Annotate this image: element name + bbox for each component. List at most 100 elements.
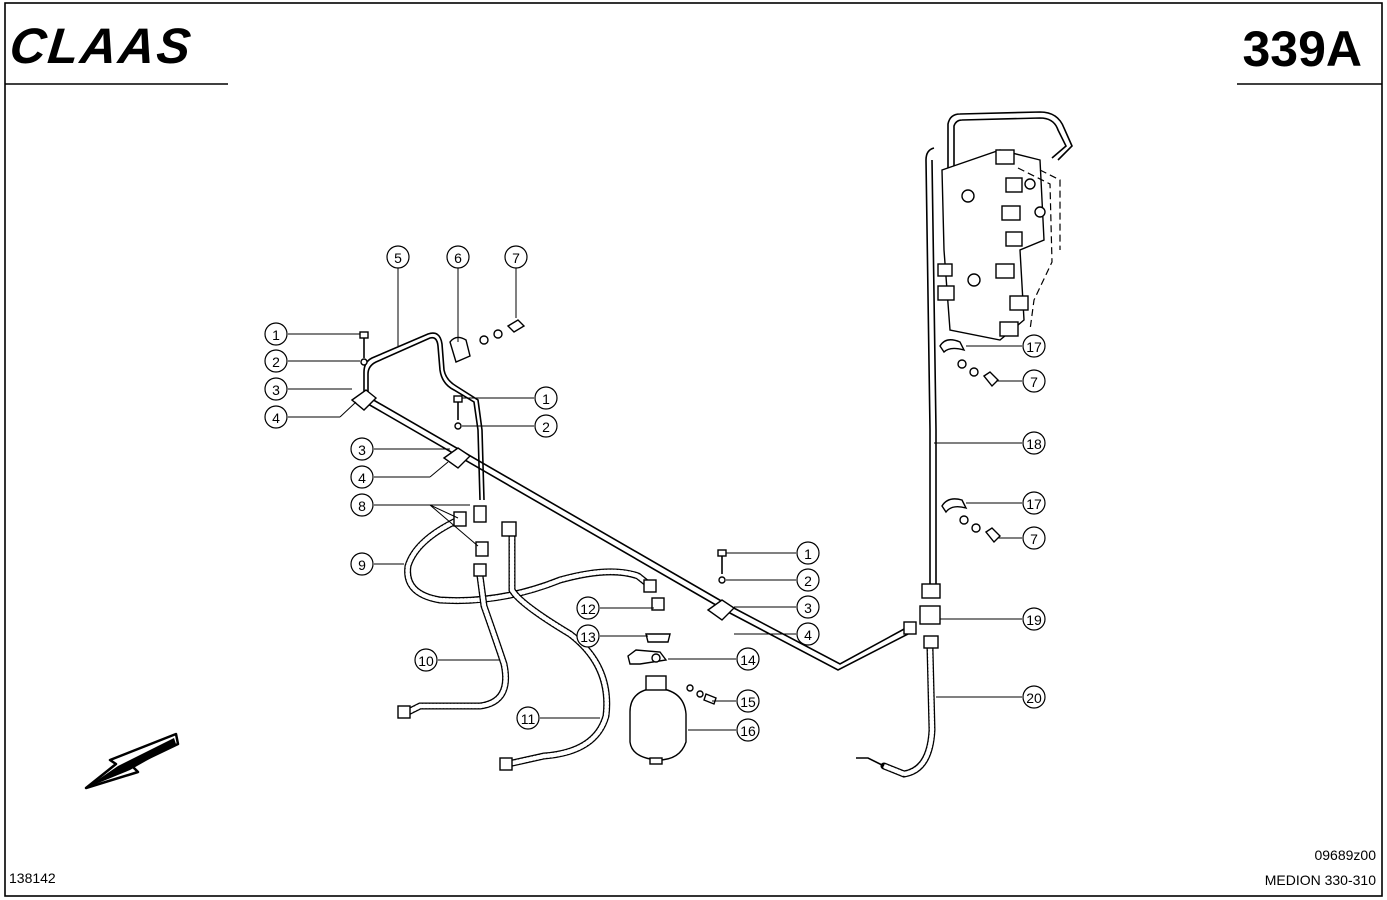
callout-18: 18 <box>1022 431 1046 455</box>
callout-number: 5 <box>394 250 402 266</box>
callout-6: 6 <box>446 245 470 269</box>
callout-circle <box>264 322 288 346</box>
callout-number: 4 <box>358 470 366 486</box>
valve-block <box>937 149 1061 341</box>
page-border <box>4 2 1383 897</box>
callout-14: 14 <box>736 647 760 671</box>
callout-circle <box>1022 526 1046 550</box>
callout-number: 1 <box>272 327 280 343</box>
callout-number: 17 <box>1026 496 1042 512</box>
callout-circle <box>1022 491 1046 515</box>
callout-7: 7 <box>504 245 528 269</box>
callout-number: 4 <box>804 627 812 643</box>
callout-2: 2 <box>264 349 288 373</box>
callout-circle <box>736 689 760 713</box>
callout-number: 6 <box>454 250 462 266</box>
callout-number: 2 <box>804 573 812 589</box>
callout-circle <box>264 349 288 373</box>
callout-number: 13 <box>580 629 596 645</box>
callout-number: 9 <box>358 557 366 573</box>
callout-number: 18 <box>1026 436 1042 452</box>
callout-number: 1 <box>804 546 812 562</box>
hose-9 <box>404 516 652 605</box>
callout-3: 3 <box>796 595 820 619</box>
callout-number: 3 <box>804 600 812 616</box>
hose-11 <box>504 530 611 768</box>
callout-circle <box>264 405 288 429</box>
callout-number: 10 <box>418 653 434 669</box>
callout-circle <box>1022 685 1046 709</box>
callout-circle <box>796 541 820 565</box>
callout-5: 5 <box>386 245 410 269</box>
pipe-18 <box>925 111 1073 586</box>
callout-10: 10 <box>414 648 438 672</box>
callout-number: 12 <box>580 601 596 617</box>
callout-2: 2 <box>796 568 820 592</box>
callout-number: 4 <box>272 410 280 426</box>
leader-lines <box>288 266 1022 731</box>
clamp-17-upper <box>939 339 999 388</box>
callout-16: 16 <box>736 718 760 742</box>
callout-circle <box>1022 369 1046 393</box>
callout-circle <box>1022 607 1046 631</box>
callout-number: 3 <box>272 382 280 398</box>
tee-fitting-19 <box>903 583 941 635</box>
callout-circle <box>350 552 374 576</box>
callout-19: 19 <box>1022 607 1046 631</box>
callout-4: 4 <box>796 622 820 646</box>
direction-arrow-icon <box>84 732 180 790</box>
callout-11: 11 <box>516 706 540 730</box>
callout-circle <box>736 647 760 671</box>
callout-number: 3 <box>358 442 366 458</box>
callout-circle <box>796 568 820 592</box>
clamp-set-middle <box>442 395 472 469</box>
callout-4: 4 <box>350 465 374 489</box>
direction-arrow-fill <box>86 738 176 788</box>
clamp-set-right <box>706 549 736 621</box>
callout-number: 20 <box>1026 690 1042 706</box>
callout-1: 1 <box>264 322 288 346</box>
pipe-main <box>367 397 909 671</box>
callout-circle <box>504 245 528 269</box>
callout-circle <box>350 437 374 461</box>
callout-circle <box>350 465 374 489</box>
callout-17: 17 <box>1022 491 1046 515</box>
clamp-set-left <box>350 331 378 411</box>
callout-circle <box>796 622 820 646</box>
callout-number: 7 <box>1030 531 1038 547</box>
callout-circle <box>576 624 600 648</box>
callout-3: 3 <box>350 437 374 461</box>
callout-7: 7 <box>1022 526 1046 550</box>
callout-17: 17 <box>1022 334 1046 358</box>
callout-circle <box>534 386 558 410</box>
callout-number: 7 <box>1030 374 1038 390</box>
callout-1: 1 <box>534 386 558 410</box>
callout-4: 4 <box>264 405 288 429</box>
callout-13: 13 <box>576 624 600 648</box>
callout-number: 16 <box>740 723 756 739</box>
fittings-8 <box>397 505 657 771</box>
callout-number: 15 <box>740 694 756 710</box>
callout-circle <box>350 493 374 517</box>
clamp-17-lower <box>941 498 1001 544</box>
hose-20 <box>856 635 939 778</box>
callout-circle <box>516 706 540 730</box>
callout-number: 1 <box>542 391 550 407</box>
callout-9: 9 <box>350 552 374 576</box>
callout-circle <box>736 718 760 742</box>
callout-number: 11 <box>521 711 536 727</box>
clamp-6 <box>449 319 526 363</box>
figure-id: 138142 <box>9 870 56 886</box>
hose-10 <box>400 572 509 718</box>
callout-circle <box>576 596 600 620</box>
callout-circle <box>446 245 470 269</box>
callout-12: 12 <box>576 596 600 620</box>
callout-20: 20 <box>1022 685 1046 709</box>
callout-circle <box>414 648 438 672</box>
callout-number: 19 <box>1026 612 1042 628</box>
page-number: 339A <box>1242 21 1362 77</box>
callout-number: 17 <box>1026 339 1042 355</box>
callout-circle <box>1022 431 1046 455</box>
callout-number: 2 <box>542 419 550 435</box>
